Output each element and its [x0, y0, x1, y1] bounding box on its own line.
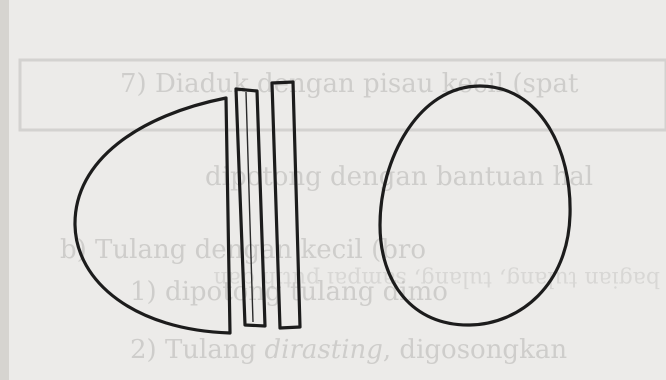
bleed-line-6-suffix: , digosongkan	[383, 335, 567, 365]
bleed-line-6-italic: dirasting	[265, 335, 383, 365]
scan-edge-shadow	[0, 0, 9, 380]
bleed-line-6-prefix: 2) Tulang	[130, 335, 265, 365]
bleed-line-6: 2) Tulang dirasting, digosongkan	[130, 335, 567, 365]
bleed-line-1: 7) Diaduk dengan pisau kecil (spat	[120, 69, 579, 99]
bleed-line-2: dipotong dengan bantuan hal	[205, 162, 593, 192]
